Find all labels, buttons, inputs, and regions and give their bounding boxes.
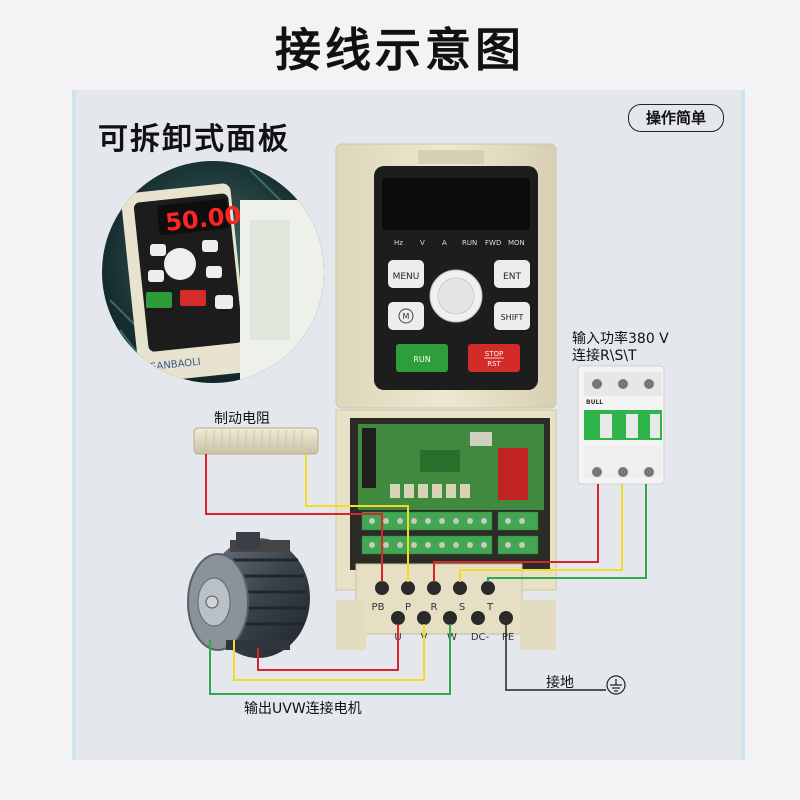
indicator-a: A (442, 239, 447, 247)
terminal-dc-minus: DC- (471, 632, 490, 643)
terminal-pe: PE (502, 632, 514, 643)
terminal-w: W (447, 632, 457, 643)
wire-yellow-input-s (459, 484, 623, 582)
indicator-mon: MON (508, 239, 525, 247)
run-key-label: RUN (413, 355, 430, 364)
input-power-label-line1: 输入功率380 V (572, 331, 669, 347)
indicator-fwd: FWD (485, 239, 501, 247)
indicator-hz: Hz (394, 239, 403, 247)
terminal-t: T (486, 602, 494, 613)
menu-key-label: MENU (393, 272, 420, 282)
keypad-closeup: 50.00 SANBAOLI (102, 161, 324, 383)
stop-key-label: STOP (485, 350, 503, 358)
led-display (382, 178, 530, 230)
terminal-pb: PB (372, 602, 385, 613)
page-title: 接线示意图 (275, 23, 525, 77)
motor-output-label: 输出UVW连接电机 (244, 701, 362, 717)
brake-resistor-image (193, 427, 319, 455)
inverter-body: Hz V A RUN FWD MON MENU ENT M SHIFT RUN … (335, 143, 557, 650)
wire-red-input-r (433, 484, 599, 582)
indicator-v: V (420, 239, 425, 247)
rst-key-label: RST (487, 360, 501, 368)
m-key-label: M (403, 312, 410, 321)
detachable-panel-heading: 可拆卸式面板 (98, 122, 290, 157)
input-power-label-line2: 连接R\S\T (572, 348, 637, 364)
wire-red-output-u (257, 624, 399, 671)
terminal-r: R (431, 602, 438, 613)
wire-green-output-w (209, 624, 451, 695)
circuit-breaker-image: BULL (577, 365, 665, 485)
ground-icon (606, 675, 626, 695)
closeup-brand: SANBAOLI (150, 357, 202, 373)
brake-resistor-label: 制动电阻 (214, 411, 270, 427)
terminal-p: P (405, 602, 411, 613)
wire-yellow-output-v (233, 624, 425, 681)
motor-image (187, 532, 310, 658)
m-key[interactable] (388, 302, 424, 330)
display-indicators: Hz V A RUN FWD MON (394, 239, 525, 247)
ent-key-label: ENT (503, 272, 521, 282)
shift-key[interactable] (494, 302, 530, 330)
terminal-s: S (459, 602, 465, 613)
shift-key-label: SHIFT (501, 313, 524, 322)
wire-red-brake-pb (205, 454, 383, 582)
run-key[interactable] (396, 344, 448, 372)
menu-key[interactable] (388, 260, 424, 288)
breaker-brand: BULL (586, 399, 603, 406)
wire-yellow-brake-p (305, 454, 409, 582)
ent-key[interactable] (494, 260, 530, 288)
ground-label: 接地 (546, 675, 574, 691)
wire-green-input-t (487, 484, 647, 582)
indicator-run: RUN (462, 239, 477, 247)
wire-ground-pe (505, 624, 606, 691)
easy-operation-badge: 操作简单 (628, 104, 724, 132)
